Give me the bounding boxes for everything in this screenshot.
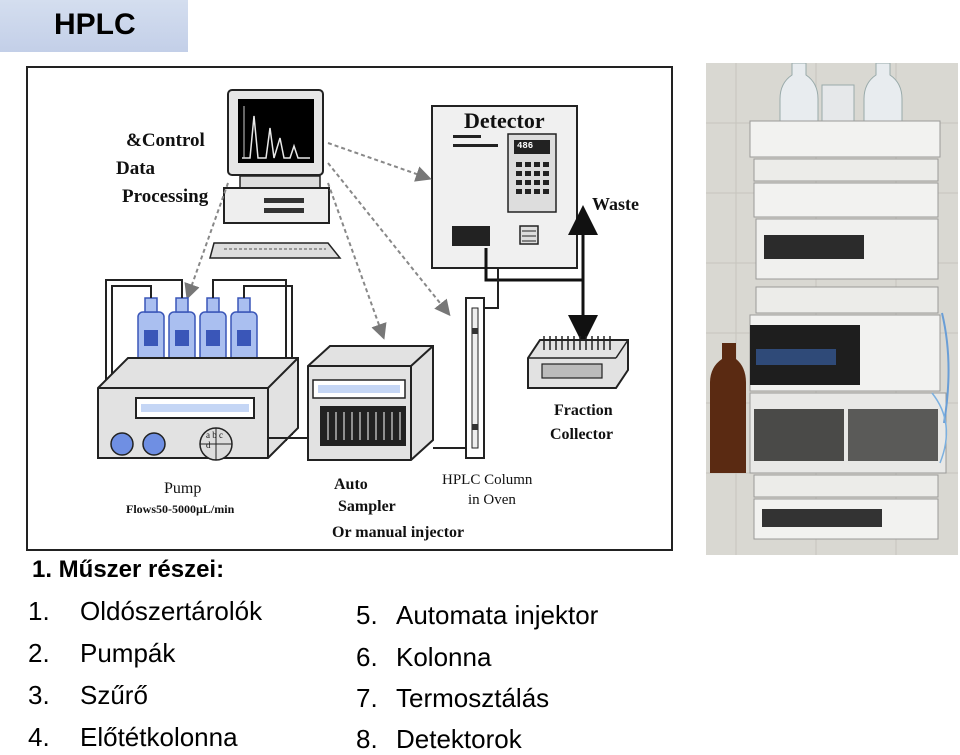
list-item: 4. Előtétkolonna [28, 722, 238, 753]
list-item-number: 7. [356, 683, 378, 713]
label-flows: Flows50-5000µL/min [126, 502, 235, 516]
list-item-text: Kolonna [396, 642, 492, 672]
section-heading: 1. Műszer részei: [32, 556, 225, 583]
label-data: Data [116, 158, 156, 179]
computer [209, 89, 342, 259]
hplc-diagram: &Control Data Processing Detector 486 Wa… [26, 66, 673, 551]
list-item-text: Automata injektor [396, 600, 599, 630]
list-item-number: 4. [28, 722, 50, 752]
page-title: HPLC [54, 8, 136, 41]
signal-lines [184, 142, 451, 340]
label-waste: Waste [592, 194, 639, 214]
label-column: HPLC Column [442, 472, 533, 488]
label-oven: in Oven [468, 492, 516, 508]
label-auto: Auto [334, 476, 368, 493]
list-item: 1. Oldószertárolók [28, 596, 262, 627]
hplc-schematic [97, 89, 629, 461]
list-item-text: Pumpák [80, 638, 176, 668]
hplc-instrument-photo [706, 63, 958, 555]
label-pump: Pump [164, 480, 202, 497]
label-collector: Collector [550, 426, 614, 443]
label-processing: Processing [122, 186, 209, 207]
label-sampler: Sampler [338, 498, 396, 515]
list-item-number: 6. [356, 642, 378, 672]
detector-display: 486 [517, 141, 534, 151]
list-item: 2. Pumpák [28, 638, 175, 669]
instrument-illustration [706, 63, 958, 555]
list-item-text: Detektorok [396, 724, 522, 754]
column-in-oven [433, 268, 499, 459]
label-fraction: Fraction [554, 402, 613, 419]
list-item-text: Oldószertárolók [80, 596, 263, 626]
valve-label: a b c d [206, 430, 223, 450]
list-item: 5. Automata injektor [356, 600, 598, 631]
list-item-number: 3. [28, 680, 50, 710]
detector-unit [431, 105, 578, 269]
list-item: 7. Termosztálás [356, 683, 549, 714]
fraction-arrow [484, 248, 598, 345]
list-item-text: Szűrő [80, 680, 148, 710]
list-item-number: 1. [28, 596, 50, 626]
title-banner: HPLC [0, 0, 188, 52]
autosampler-unit [307, 345, 434, 461]
list-item: 3. Szűrő [28, 680, 148, 711]
list-item-text: Előtétkolonna [80, 722, 238, 752]
pump-unit [97, 357, 329, 461]
fraction-collector-unit [527, 336, 629, 389]
label-control: &Control [126, 130, 205, 151]
list-item: 6. Kolonna [356, 642, 491, 673]
label-detector: Detector [464, 108, 545, 133]
list-item: 8. Detektorok [356, 724, 522, 755]
list-item-number: 8. [356, 724, 378, 754]
list-item-text: Termosztálás [396, 683, 550, 713]
list-item-number: 5. [356, 600, 378, 630]
label-manual-injector: Or manual injector [332, 524, 465, 541]
list-item-number: 2. [28, 638, 50, 668]
